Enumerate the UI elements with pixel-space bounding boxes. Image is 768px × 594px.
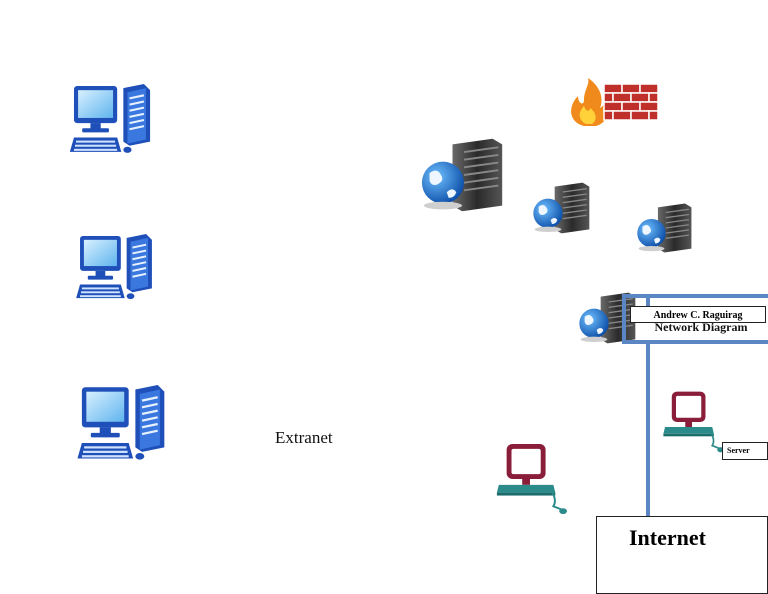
server-label: Server <box>722 442 768 460</box>
terminal-icon <box>492 442 568 516</box>
firewall-icon <box>566 78 664 130</box>
terminal-icon <box>660 390 724 454</box>
workstation-icon <box>76 385 168 463</box>
diagram-title: Network Diagram <box>654 320 748 334</box>
title-frame <box>622 294 768 344</box>
workstation-icon <box>68 84 154 156</box>
internet-box: Internet <box>596 516 768 594</box>
web-server-icon <box>532 182 592 234</box>
connector-line <box>646 294 650 306</box>
author-label: Andrew C. Raguirag <box>630 306 766 323</box>
web-server-icon <box>420 138 506 212</box>
web-server-icon <box>636 202 694 254</box>
workstation-icon <box>74 234 156 302</box>
connector-line <box>646 344 650 520</box>
extranet-label: Extranet <box>275 428 333 447</box>
